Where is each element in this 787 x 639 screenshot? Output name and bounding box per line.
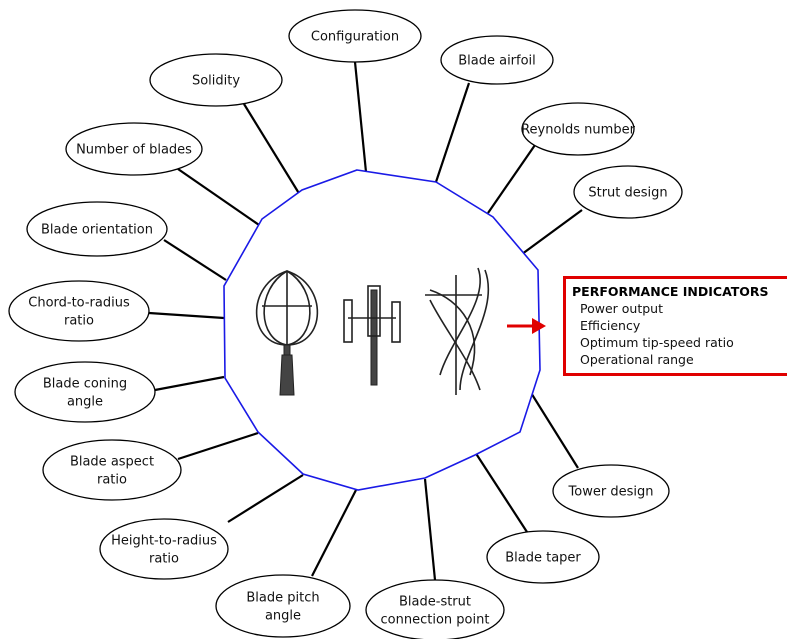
- height-to-radius-ratio-label-line-0: Height-to-radius: [111, 534, 217, 549]
- blade-strut-connection-point-ellipse: [365, 579, 505, 639]
- performance-indicators-box: PERFORMANCE INDICATORS Power output Effi…: [563, 276, 787, 376]
- blade-pitch-angle-label-line-0: Blade pitch: [246, 591, 319, 606]
- helical-turbine-illustration: [425, 267, 490, 395]
- height-to-radius-ratio-label-line-1: ratio: [149, 552, 179, 567]
- factor-node-blade-taper: Blade taper: [486, 530, 600, 584]
- darrieus-turbine-illustration: [255, 270, 319, 396]
- number-of-blades-connector: [177, 168, 263, 228]
- blade-pitch-angle-ellipse: [215, 574, 351, 638]
- connector-lines: [148, 61, 583, 581]
- configuration-connector: [353, 61, 368, 173]
- h-rotor-turbine-illustration: [343, 285, 401, 386]
- blade-taper-ellipse: [486, 530, 600, 584]
- red-arrow: [507, 318, 546, 334]
- number-of-blades-ellipse: [65, 122, 203, 176]
- factor-node-configuration: Configuration: [288, 9, 422, 63]
- factor-node-blade-pitch-angle: Blade pitch angle: [215, 574, 351, 638]
- performance-indicators-title: PERFORMANCE INDICATORS: [572, 284, 769, 299]
- chord-to-radius-ratio-ellipse: [8, 280, 150, 342]
- blade-aspect-ratio-label-line-0: Blade aspect: [70, 455, 154, 470]
- blade-pitch-angle-connector: [311, 489, 357, 577]
- solidity-label-line-0: Solidity: [192, 74, 240, 89]
- performance-item-operational-range: Operational range: [580, 352, 694, 367]
- blade-airfoil-label-line-0: Blade airfoil: [458, 54, 536, 69]
- performance-item-optimum-tip-speed-ratio: Optimum tip-speed ratio: [580, 335, 734, 350]
- strut-design-ellipse: [573, 165, 683, 219]
- central-polygon: [223, 169, 541, 491]
- blade-aspect-ratio-label-line-1: ratio: [97, 473, 127, 488]
- blade-taper-label-line-0: Blade taper: [505, 551, 581, 566]
- blade-coning-angle-label-line-0: Blade coning: [43, 377, 127, 392]
- strut-design-connector: [517, 209, 583, 258]
- factor-node-chord-to-radius-ratio: Chord-to-radius ratio: [8, 280, 150, 342]
- factor-node-solidity: Solidity: [149, 53, 283, 107]
- factor-node-blade-airfoil: Blade airfoil: [440, 35, 554, 85]
- solidity-ellipse: [149, 53, 283, 107]
- reynolds-number-label-line-0: Reynolds number: [521, 123, 635, 138]
- factor-node-blade-strut-connection-point: Blade-strut connection point: [365, 579, 505, 639]
- factor-node-blade-coning-angle: Blade coning angle: [14, 361, 156, 423]
- solidity-connector: [243, 103, 301, 196]
- blade-orientation-ellipse: [26, 201, 168, 257]
- blade-pitch-angle-label-line-1: angle: [265, 609, 301, 624]
- blade-strut-connection-point-connector: [423, 478, 437, 581]
- strut-design-label-line-0: Strut design: [588, 186, 667, 201]
- factor-node-strut-design: Strut design: [573, 165, 683, 219]
- chord-to-radius-ratio-connector: [148, 311, 225, 320]
- reynolds-number-ellipse: [521, 102, 635, 156]
- factor-node-number-of-blades: Number of blades: [65, 122, 203, 176]
- blade-coning-angle-connector: [154, 375, 225, 392]
- tower-design-label-line-0: Tower design: [568, 485, 654, 500]
- factor-node-tower-design: Tower design: [552, 464, 670, 518]
- height-to-radius-ratio-ellipse: [99, 518, 229, 580]
- number-of-blades-label-line-0: Number of blades: [76, 143, 192, 158]
- factor-node-blade-aspect-ratio: Blade aspect ratio: [42, 439, 182, 501]
- chord-to-radius-ratio-label-line-0: Chord-to-radius: [28, 296, 130, 311]
- blade-orientation-connector: [163, 239, 227, 281]
- tower-design-ellipse: [552, 464, 670, 518]
- blade-taper-connector: [474, 451, 528, 533]
- blade-coning-angle-label-line-1: angle: [67, 395, 103, 410]
- blade-strut-connection-point-label-line-0: Blade-strut: [399, 595, 471, 610]
- blade-airfoil-connector: [434, 82, 471, 183]
- height-to-radius-ratio-connector: [227, 474, 304, 523]
- blade-aspect-ratio-connector: [177, 431, 259, 461]
- configuration-ellipse: [288, 9, 422, 63]
- performance-item-power-output: Power output: [580, 301, 663, 316]
- blade-strut-connection-point-label-line-1: connection point: [381, 613, 490, 628]
- factor-node-height-to-radius-ratio: Height-to-radius ratio: [99, 518, 229, 580]
- blade-orientation-label-line-0: Blade orientation: [41, 223, 153, 238]
- factor-node-reynolds-number: Reynolds number: [521, 102, 636, 156]
- performance-item-efficiency: Efficiency: [580, 318, 641, 333]
- configuration-label-line-0: Configuration: [311, 30, 399, 45]
- reynolds-number-connector: [487, 144, 536, 214]
- blade-aspect-ratio-ellipse: [42, 439, 182, 501]
- chord-to-radius-ratio-label-line-1: ratio: [64, 314, 94, 329]
- factor-node-blade-orientation: Blade orientation: [26, 201, 168, 257]
- turbine-illustrations: [255, 267, 490, 396]
- blade-coning-angle-ellipse: [14, 361, 156, 423]
- blade-airfoil-ellipse: [440, 35, 554, 85]
